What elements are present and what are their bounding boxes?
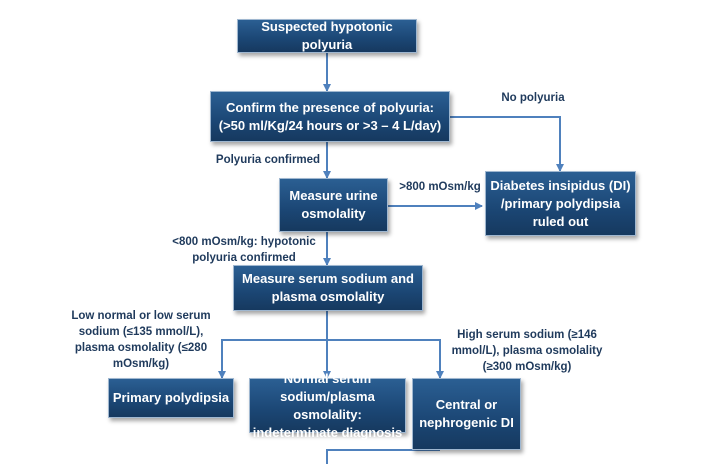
node-text-line: indeterminate diagnosis: [252, 424, 403, 440]
node-text-line: Confirm the presence of polyuria:: [225, 99, 435, 115]
label-no-polyuria: No polyuria: [478, 90, 588, 106]
node-text-line: Diabetes insipidus (DI): [490, 177, 631, 193]
node-text: Central or nephrogenic DI: [419, 396, 514, 432]
label-text-line: No polyuria: [501, 92, 565, 104]
node-text-line: plasma osmolality: [271, 289, 385, 304]
node-text-line: Measure urine: [289, 188, 378, 203]
node-normal-serum-sodium: Normal serum sodium/plasma osmolality: ind…: [249, 371, 406, 440]
node-text: Confirm the presence of polyuria: (>50 ml…: [219, 99, 442, 135]
label-low-serum-sodium: Low normal or low serum sodium (≤135 mmol…: [62, 308, 220, 372]
arrow-high: [327, 339, 444, 379]
label-text: Polyuria confirmed: [212, 152, 324, 168]
node-text-line: Central or: [435, 397, 498, 412]
node-text-line: sodium/plasma osmolality:: [280, 388, 375, 422]
node-central-nephrogenic-di: Central or nephrogenic DI: [412, 378, 521, 450]
node-text-line: Measure serum sodium and: [242, 271, 414, 286]
label-text-line: <800 mOsm/kg: hypotonic: [172, 236, 316, 248]
node-text-line: nephrogenic DI: [419, 415, 514, 430]
label-text-line: plasma osmolality (≤280: [74, 342, 208, 354]
arrow-low: [218, 339, 327, 379]
node-text-line: osmolality: [301, 206, 366, 221]
label-text: Low normal or low serum sodium (≤135 mmol…: [62, 308, 220, 372]
label-text-line: Polyuria confirmed: [215, 154, 321, 166]
node-measure-urine-osmolality: Measure urine osmolality: [279, 178, 388, 232]
label-text: >800 mOsm/kg: [390, 179, 490, 195]
node-text-line: /primary polydipsia: [500, 195, 621, 211]
line-bottom-exit: [326, 449, 440, 464]
label-text-line: High serum sodium (≥146: [457, 329, 597, 341]
arrow-no-polyuria: [450, 116, 564, 172]
node-suspected-polyuria: Suspected hypotonic polyuria: [237, 19, 417, 53]
label-text-line: mmol/L), plasma osmolality: [451, 345, 603, 357]
label-gt-800: >800 mOsm/kg: [390, 179, 490, 195]
node-text-line: ruled out: [532, 213, 589, 229]
node-primary-polydipsia: Primary polydipsia: [108, 378, 234, 418]
node-measure-serum-sodium: Measure serum sodium and plasma osmolalit…: [233, 265, 423, 311]
node-text-line: Normal serum: [283, 370, 372, 386]
node-di-ruled-out: Diabetes insipidus (DI) /primary polydips…: [485, 171, 636, 236]
node-text: Diabetes insipidus (DI) /primary polydips…: [490, 177, 630, 231]
node-text: Measure serum sodium and plasma osmolalit…: [242, 270, 414, 306]
label-text: High serum sodium (≥146 mmol/L), plasma o…: [442, 327, 612, 375]
label-text-line: (≥300 mOsm/kg): [482, 361, 572, 373]
node-text: Normal serum sodium/plasma osmolality: ind…: [250, 370, 405, 442]
label-text-line: polyuria confirmed: [192, 252, 296, 264]
label-polyuria-confirmed: Polyuria confirmed: [212, 152, 324, 168]
node-text: Measure urine osmolality: [289, 187, 377, 223]
label-text: No polyuria: [478, 90, 588, 106]
node-confirm-polyuria: Confirm the presence of polyuria: (>50 ml…: [210, 91, 450, 142]
node-text-line: Primary polydipsia: [112, 390, 230, 405]
node-text-line: (>50 ml/Kg/24 hours or >3 – 4 L/day): [218, 117, 442, 133]
node-text: Primary polydipsia: [113, 389, 229, 407]
node-text-line: Suspected hypotonic polyuria: [261, 19, 393, 52]
label-text-line: mOsm/kg): [112, 358, 170, 370]
label-lt-800: <800 mOsm/kg: hypotonic polyuria confirme…: [160, 234, 328, 266]
label-text-line: >800 mOsm/kg: [399, 181, 481, 193]
label-high-serum-sodium: High serum sodium (≥146 mmol/L), plasma o…: [442, 327, 612, 375]
label-text-line: sodium (≤135 mmol/L),: [78, 326, 204, 338]
label-text-line: Low normal or low serum: [71, 310, 211, 322]
node-text: Suspected hypotonic polyuria: [238, 18, 416, 54]
label-text: <800 mOsm/kg: hypotonic polyuria confirme…: [160, 234, 328, 266]
